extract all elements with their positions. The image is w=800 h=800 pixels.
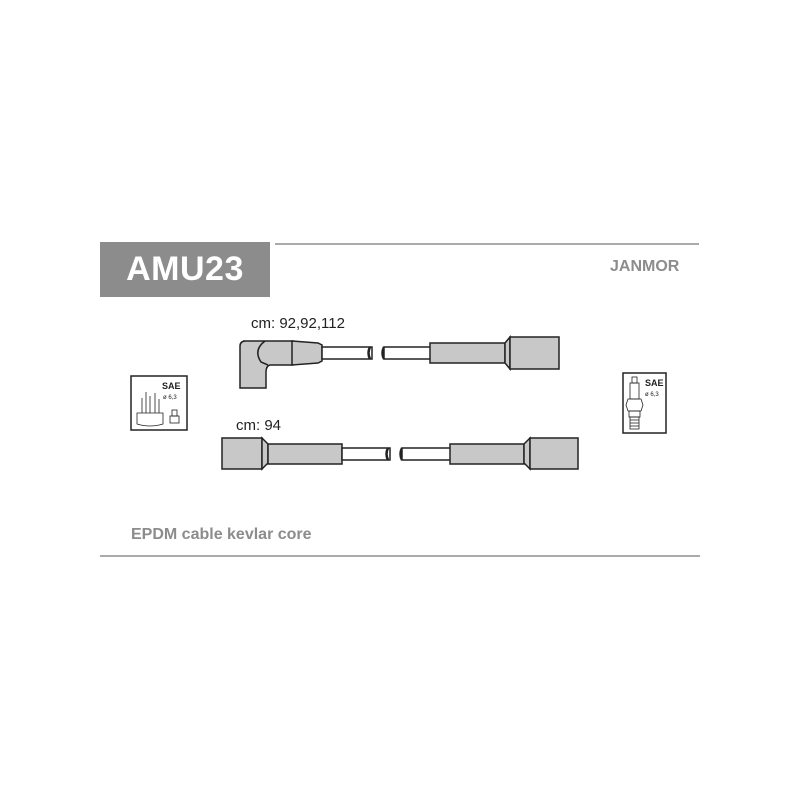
distributor-cap-icon: SAE ø 6,3 xyxy=(130,375,188,431)
part-number-badge: AMU23 xyxy=(100,242,270,297)
cable-2 xyxy=(221,436,579,471)
cable-description: EPDM cable kevlar core xyxy=(131,526,312,543)
cable-1 xyxy=(239,334,560,389)
spark-plug-icon: SAE ø 6,3 xyxy=(622,372,667,434)
top-divider xyxy=(275,243,699,245)
svg-text:SAE: SAE xyxy=(162,381,181,391)
svg-text:ø 6,3: ø 6,3 xyxy=(645,392,659,398)
part-number: AMU23 xyxy=(126,250,244,288)
straight-boot-icon xyxy=(429,334,560,372)
angled-boot-icon xyxy=(239,340,323,389)
svg-text:SAE: SAE xyxy=(645,378,664,388)
bottom-divider xyxy=(100,555,700,557)
svg-text:ø 6,3: ø 6,3 xyxy=(163,395,177,401)
brand-name: JANMOR xyxy=(610,258,680,275)
straight-boot-icon xyxy=(221,436,343,471)
cable-2-length-label: cm: 94 xyxy=(236,417,282,434)
straight-boot-icon xyxy=(449,436,579,471)
cable-1-length-label: cm: 92,92,112 xyxy=(251,315,345,332)
